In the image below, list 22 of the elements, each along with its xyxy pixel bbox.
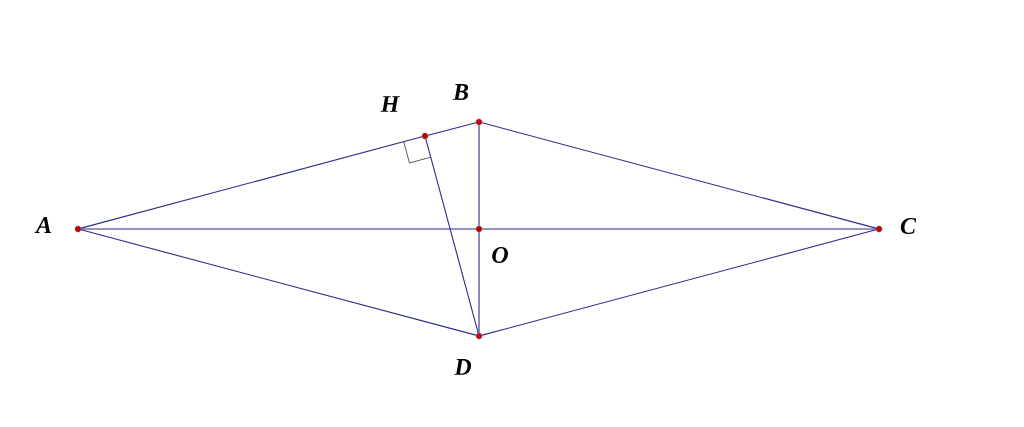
point [475,332,483,340]
point [875,225,883,233]
point [421,132,429,140]
line-segment [481,229,877,336]
point [74,225,82,233]
line-segment [478,231,480,334]
line-segment [80,228,477,230]
point [475,118,483,126]
line-segment [481,228,877,230]
line-segment [427,122,477,136]
point [475,225,483,233]
line-segment [80,229,477,336]
point-label: D [454,359,472,375]
line-segment [80,136,423,229]
point-label: O [492,246,508,264]
point-label: B [452,84,469,100]
point-label: A [34,217,52,233]
line-segment [478,124,480,227]
line-segment [481,122,877,229]
point-label: H [380,96,400,112]
line-segment [425,138,479,334]
point-label: C [900,217,917,235]
